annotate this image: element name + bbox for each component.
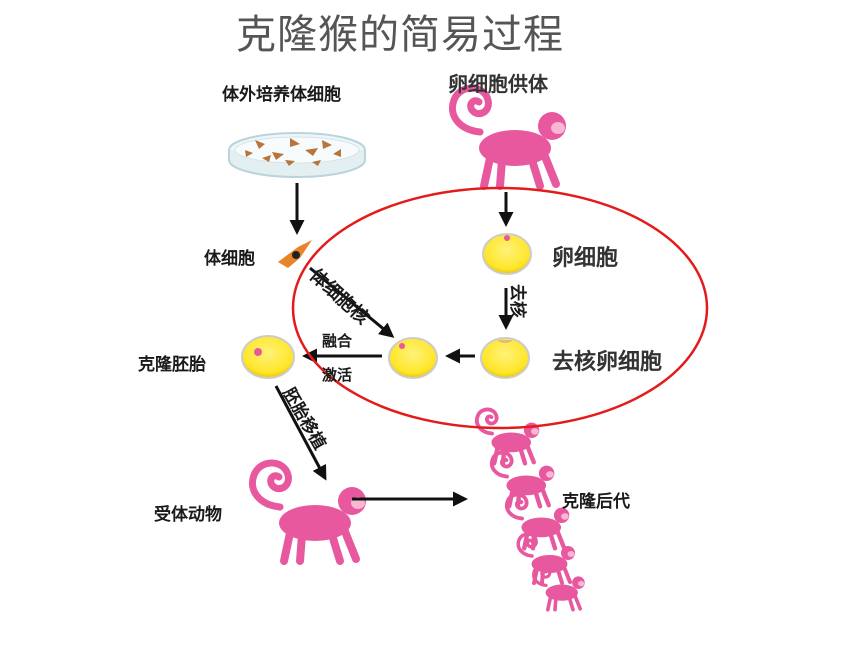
somatic-cell-icon <box>278 240 312 268</box>
petri-dish-icon <box>228 132 366 178</box>
cloned-embryo-icon <box>241 335 295 379</box>
activation-label: 激活 <box>322 366 353 384</box>
egg-cell-label: 卵细胞 <box>552 246 619 271</box>
egg-cell-icon <box>482 233 532 275</box>
highlight-ring <box>291 186 709 430</box>
reconstructed-egg-icon <box>388 337 438 379</box>
cloned-embryo-label: 克隆胚胎 <box>138 355 206 375</box>
culture-label: 体外培养体细胞 <box>222 85 341 105</box>
egg-donor-monkey-icon <box>452 88 566 186</box>
enucleated-egg-label: 去核卵细胞 <box>552 350 663 375</box>
arrow-icon <box>274 183 514 507</box>
recipient-label: 受体动物 <box>154 505 222 525</box>
enucleated-egg-icon <box>480 337 530 379</box>
fusion-label: 融合 <box>322 332 353 350</box>
somatic-cell-label: 体细胞 <box>204 249 255 269</box>
page-title: 克隆猴的简易过程 <box>236 12 564 58</box>
egg-donor-label: 卵细胞供体 <box>448 72 548 96</box>
recipient-monkey-icon <box>252 463 366 561</box>
enucleation-label: 去核 <box>507 284 527 318</box>
offspring-label: 克隆后代 <box>562 492 630 512</box>
